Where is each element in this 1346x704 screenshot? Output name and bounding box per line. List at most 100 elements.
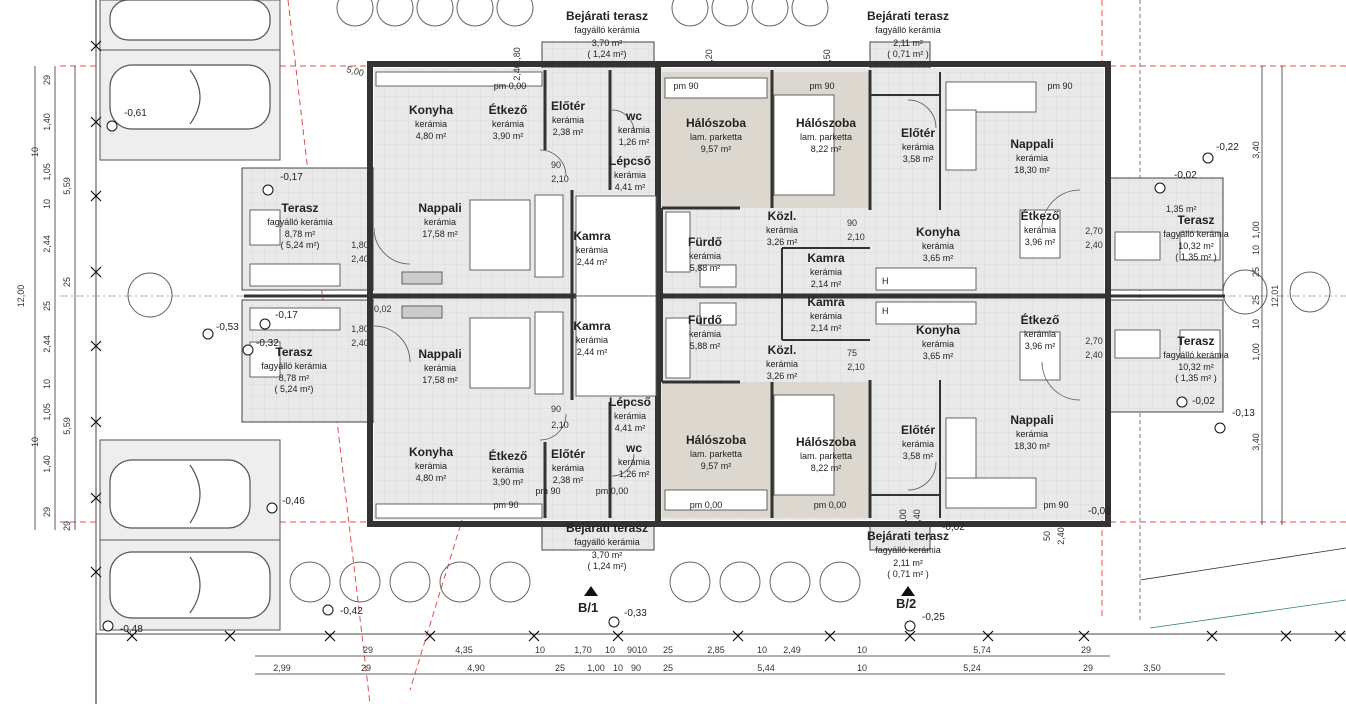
room-material: kerámia [552,463,584,473]
opening-label: 90 [847,218,857,228]
section-labels: B/1 B/2 [578,596,916,615]
dim-label: 10 [637,645,647,655]
room-material: kerámia [614,411,646,421]
room-name: Fürdő [688,313,722,327]
room-name: Konyha [409,103,453,117]
dim-label: 1,70 [574,645,592,655]
dim-total: 12,01 [1270,285,1280,308]
room-area: 3,26 m² [767,371,798,381]
room-area-outside: ( 5,24 m²) [280,240,319,250]
level-label: -0,32 [256,338,279,349]
walls [244,61,1225,527]
cross-icon [612,630,624,642]
opening-label: 1,80 [351,240,369,250]
room-material: kerámia [576,245,608,255]
room-name: Fürdő [688,235,722,249]
room-material: kerámia [689,329,721,339]
opening-label: 2,40 [1085,240,1103,250]
level-label: -0,02 [1174,170,1197,181]
terrace-name: Bejárati terasz [566,9,648,23]
room-area: 3,26 m² [767,237,798,247]
section-label: B/1 [578,600,598,615]
room-name: Étkező [1021,312,1060,327]
room-area-outside: ( 1,35 m² ) [1175,252,1217,262]
room-material: kerámia [415,119,447,129]
terrace-material: fagyálló kerámia [875,545,941,555]
dim-label: 29 [42,75,52,85]
dim-label: 1,05 [42,403,52,421]
room-area: 4,80 m² [416,473,447,483]
room-name: Előtér [551,447,585,461]
cross-icon [90,340,102,352]
room-material: kerámia [922,241,954,251]
pm-label: pm 0,00 [596,486,629,496]
terrace-material: fagyálló kerámia [574,25,640,35]
room-name: Nappali [418,347,461,361]
dim-label: 90 [631,663,641,673]
room-area: 3,65 m² [923,253,954,263]
cross-icon [732,630,744,642]
car-icon [109,0,271,619]
room-area: 2,38 m² [553,475,584,485]
dim-label: 10 [535,645,545,655]
level-labels: -0,61-0,17-0,53-0,17-0,32-0,46-0,42-0,48… [120,108,1255,635]
room-area: 3,96 m² [1025,341,1056,351]
dim-label: 1,00 [1251,221,1261,239]
cross-icon [126,630,138,642]
cross-icon [1078,630,1090,642]
cross-icon [1334,630,1346,642]
room-area: 8,78 m² [279,373,310,383]
room-area: 8,22 m² [811,144,842,154]
dim-label: 5,59 [62,177,72,195]
cross-icon [224,630,236,642]
dim-label: 2,49 [783,645,801,655]
room-area: 9,57 m² [701,144,732,154]
door-swings [373,99,1081,491]
dimension-lines [34,66,1283,675]
dim-label: 25 [555,663,565,673]
dim-label: 25 [663,663,673,673]
room-name: Hálószoba [796,116,856,130]
dim-label: 5,00 [346,64,365,78]
opening-label: 2,70 [1085,226,1103,236]
room-area: 4,41 m² [615,182,646,192]
room-name: Nappali [1010,413,1053,427]
section-label: B/2 [896,596,916,611]
room-material: kerámia [618,457,650,467]
room-area: 1,26 m² [619,137,650,147]
opening-label: 1,80 [512,47,522,65]
dim-label: 10 [613,663,623,673]
room-area: 2,38 m² [553,127,584,137]
dim-label: 2,85 [707,645,725,655]
room-material: kerámia [766,359,798,369]
pm-label: pm 0,00 [690,500,723,510]
room-area: 3,58 m² [903,154,934,164]
room-area: 3,90 m² [493,477,524,487]
dim-label: 25 [1251,295,1261,305]
room-material: kerámia [1024,225,1056,235]
pm-label: pm 0,00 [814,500,847,510]
room-material: kerámia [1016,429,1048,439]
dim-label: 25 [42,301,52,311]
room-area-outside: ( 5,24 m²) [274,384,313,394]
dim-label: 29 [1081,645,1091,655]
opening-label: 75 [847,348,857,358]
room-name: Étkező [489,448,528,463]
terrace-area: 3,70 m² [592,550,623,560]
tree-icons [127,0,1331,603]
h-mark: H [882,306,889,316]
room-name: Konyha [409,445,453,459]
dim-label: 1,40 [42,113,52,131]
level-label: -0,13 [1232,408,1255,419]
room-material: fagyálló kerámia [261,361,327,371]
opening-label: 1,20 [704,49,714,67]
room-area: 3,90 m² [493,131,524,141]
room-area: 8,78 m² [285,229,316,239]
opening-label: 2,10 [551,420,569,430]
room-area: 3,65 m² [923,351,954,361]
dim-label: 10 [605,645,615,655]
room-area: 2,44 m² [577,257,608,267]
cross-icon [324,630,336,642]
dim-label: 5,24 [963,663,981,673]
